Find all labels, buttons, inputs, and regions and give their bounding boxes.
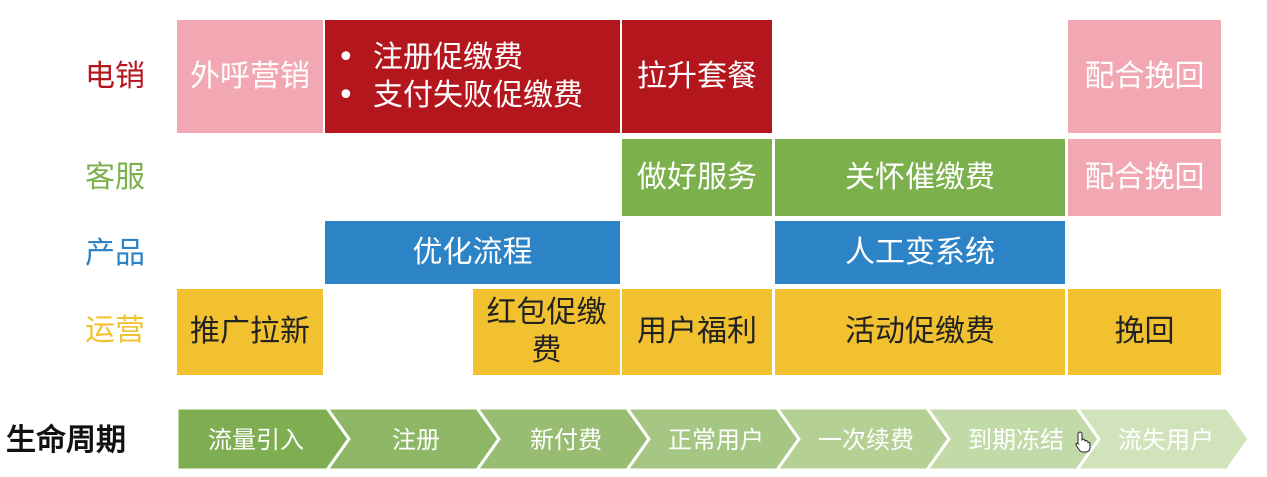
cell-acquisition: 推广拉新: [177, 289, 323, 375]
cell-optimize-flow: 优化流程: [325, 221, 620, 284]
lifecycle-stage-7-shape: [1074, 406, 1251, 472]
cell-outbound-marketing: 外呼营销: [177, 20, 323, 133]
cell-register-payment-urge: 注册促缴费 支付失败促缴费: [325, 20, 620, 133]
lifecycle-stage-6-label: 到期冻结: [968, 426, 1064, 454]
row-label-operations: 运营: [85, 313, 145, 348]
lifecycle-stage-5-label: 一次续费: [818, 426, 914, 454]
bullet-payment-fail-urge: 支付失败促缴费: [325, 77, 583, 115]
lifecycle-stage-2-label: 注册: [392, 426, 440, 454]
cell-service-recall: 配合挽回: [1068, 139, 1221, 216]
cell-recall: 挽回: [1068, 289, 1221, 375]
lifecycle-stage-1-label: 流量引入: [208, 426, 304, 454]
cell-user-benefits: 用户福利: [622, 289, 772, 375]
row-label-product: 产品: [85, 236, 145, 271]
cell-care-urge: 关怀催缴费: [775, 139, 1065, 216]
lifecycle-stage-4-label: 正常用户: [668, 426, 764, 454]
cell-red-packet-urge: 红包促缴费: [473, 289, 620, 375]
row-label-telesales: 电销: [85, 59, 145, 94]
cell-upgrade-package: 拉升套餐: [622, 20, 772, 133]
cell-telesales-recall: 配合挽回: [1068, 20, 1221, 133]
red-packet-urge-text: 红包促缴费: [486, 295, 607, 368]
lifecycle-title: 生命周期: [6, 423, 126, 458]
urge-bullet-list: 注册促缴费 支付失败促缴费: [325, 39, 583, 115]
lifecycle-stage-3-label: 新付费: [530, 426, 602, 454]
row-label-service: 客服: [85, 160, 145, 195]
lifecycle-stage-7-label: 流失用户: [1118, 426, 1214, 454]
bullet-register-urge: 注册促缴费: [325, 39, 583, 77]
cell-activity-urge: 活动促缴费: [775, 289, 1065, 375]
cell-good-service: 做好服务: [622, 139, 772, 216]
cell-manual-to-system: 人工变系统: [775, 221, 1065, 284]
hand-cursor-icon: [1075, 431, 1091, 453]
